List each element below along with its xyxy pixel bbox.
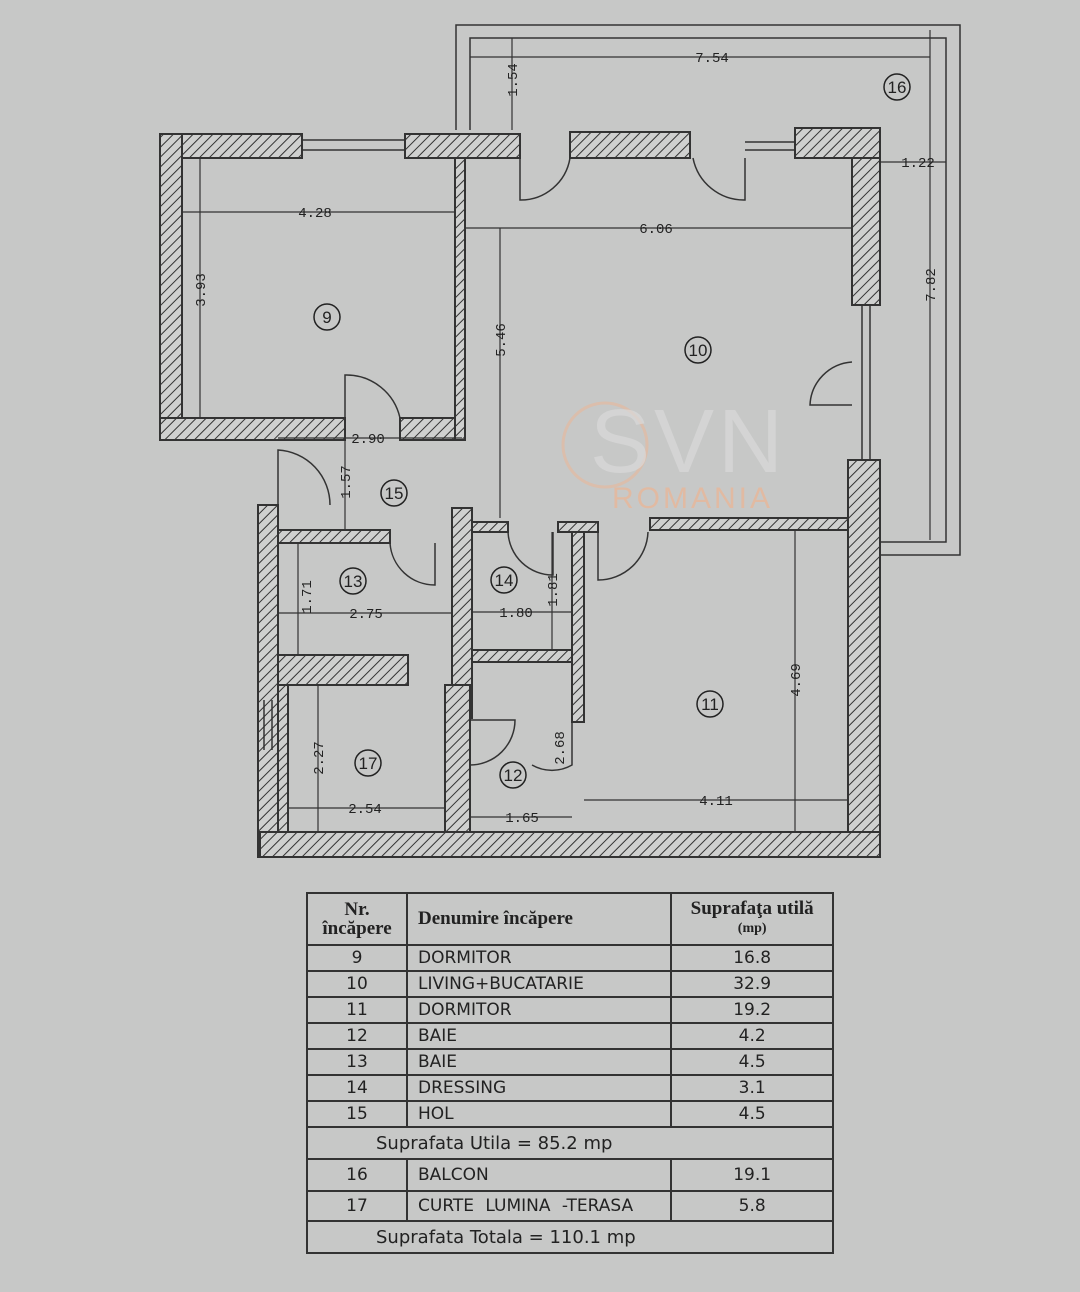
- balcony-outline: [455, 24, 961, 556]
- dim-7-82: 7.82: [924, 268, 940, 302]
- dim-4-11: 4.11: [699, 794, 733, 810]
- cell-nr: 12: [306, 1022, 408, 1050]
- dim-1-57: 1.57: [339, 465, 355, 499]
- dim-1-22: 1.22: [901, 156, 935, 172]
- room-number-10: 10: [689, 341, 708, 360]
- cell-nr: 11: [306, 996, 408, 1024]
- table-header: Nr.încăpere Denumire încăpere Suprafaţa …: [306, 892, 834, 946]
- useful-area-total: Suprafata Utila = 85.2 mp: [306, 1126, 834, 1160]
- dim-1-81: 1.81: [546, 573, 562, 607]
- room-number-14: 14: [495, 571, 514, 590]
- cell-nr: 17: [306, 1190, 408, 1222]
- windows: [263, 139, 871, 750]
- cell-area: 4.5: [670, 1100, 834, 1128]
- cell-name: BAIE: [405, 1048, 673, 1076]
- useful-area-total-row: Suprafata Utila = 85.2 mp: [306, 1126, 834, 1160]
- cell-name: BAIE: [405, 1022, 673, 1050]
- header-name: Denumire încăpere: [405, 892, 673, 946]
- dim-2-27: 2.27: [312, 741, 328, 775]
- dim-2-54: 2.54: [348, 802, 382, 818]
- dim-1-71: 1.71: [300, 580, 316, 614]
- cell-nr: 15: [306, 1100, 408, 1128]
- room-number-16: 16: [888, 78, 907, 97]
- room-numbers: 9 10 11 12 13 14 15 16 17: [322, 78, 906, 785]
- cell-name: DORMITOR: [405, 944, 673, 972]
- walls: [159, 127, 881, 858]
- cell-area: 4.5: [670, 1048, 834, 1076]
- dim-2-68: 2.68: [553, 731, 569, 765]
- dim-5-46: 5.46: [494, 323, 510, 357]
- cell-area: 3.1: [670, 1074, 834, 1102]
- dimension-labels: 7.54 1.22 7.82 1.54 4.28 3.93 6.06 5.46 …: [194, 51, 940, 827]
- cell-area: 19.2: [670, 996, 834, 1024]
- cell-nr: 10: [306, 970, 408, 998]
- watermark-brand: SVN: [590, 392, 787, 492]
- cell-area: 4.2: [670, 1022, 834, 1050]
- cell-area: 32.9: [670, 970, 834, 998]
- dim-2-75: 2.75: [349, 607, 383, 623]
- room-number-11: 11: [701, 695, 719, 714]
- grand-total-row: Suprafata Totala = 110.1 mp: [306, 1220, 834, 1254]
- dim-2-90: 2.90: [351, 432, 385, 448]
- dim-1-80: 1.80: [499, 606, 533, 622]
- cell-nr: 13: [306, 1048, 408, 1076]
- doors: [277, 157, 853, 772]
- room-area-table: Nr.încăpere Denumire încăpere Suprafaţa …: [306, 892, 834, 1254]
- watermark: SVN ROMANIA: [561, 392, 787, 515]
- header-area-unit: (mp): [737, 921, 767, 936]
- cell-name: CURTE LUMINA -TERASA: [405, 1190, 673, 1222]
- watermark-country: ROMANIA: [612, 482, 773, 515]
- dimension-lines: [182, 30, 946, 832]
- dim-3-93: 3.93: [194, 273, 210, 307]
- cell-name: DORMITOR: [405, 996, 673, 1024]
- cell-nr: 9: [306, 944, 408, 972]
- room-number-15: 15: [385, 484, 404, 503]
- cell-name: LIVING+BUCATARIE: [405, 970, 673, 998]
- dim-4-28: 4.28: [298, 206, 332, 222]
- cell-nr: 16: [306, 1158, 408, 1192]
- room-number-17: 17: [359, 754, 378, 773]
- room-markers: [313, 73, 911, 789]
- cell-nr: 14: [306, 1074, 408, 1102]
- header-area: Suprafaţa utilă (mp): [670, 892, 834, 946]
- cell-name: HOL: [405, 1100, 673, 1128]
- header-nr-line2: încăpere: [322, 918, 392, 939]
- header-nr: Nr.încăpere: [306, 892, 408, 946]
- cell-area: 5.8: [670, 1190, 834, 1222]
- dim-7-54: 7.54: [695, 51, 729, 67]
- cell-area: 19.1: [670, 1158, 834, 1192]
- dim-1-65: 1.65: [505, 811, 539, 827]
- room-number-13: 13: [344, 572, 363, 591]
- room-number-9: 9: [322, 308, 331, 327]
- grand-total: Suprafata Totala = 110.1 mp: [306, 1220, 834, 1254]
- floor-plan: SVN ROMANIA 7.54 1.22 7.82 1.54 4.28 3.9…: [159, 24, 961, 858]
- cell-area: 16.8: [670, 944, 834, 972]
- dim-1-54: 1.54: [506, 63, 522, 97]
- header-nr-line1: Nr.: [344, 899, 370, 920]
- dim-6-06: 6.06: [639, 222, 673, 238]
- room-number-12: 12: [504, 766, 523, 785]
- dim-4-69: 4.69: [789, 663, 805, 697]
- cell-name: BALCON: [405, 1158, 673, 1192]
- cell-name: DRESSING: [405, 1074, 673, 1102]
- header-area-label: Suprafaţa utilă: [690, 898, 814, 919]
